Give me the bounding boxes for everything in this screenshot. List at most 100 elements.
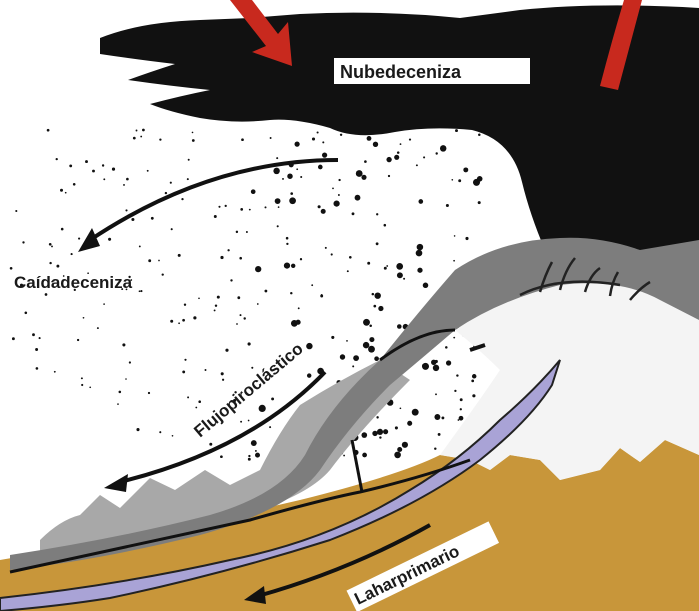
ash-particle xyxy=(400,407,402,409)
ash-particle xyxy=(255,450,257,452)
ash-particle xyxy=(259,405,266,412)
ash-particle xyxy=(340,134,342,136)
ash-particle xyxy=(257,303,259,305)
ash-particle xyxy=(372,431,377,436)
ash-particle xyxy=(383,429,388,434)
ash-particle xyxy=(25,312,28,315)
ash-particle xyxy=(248,420,250,422)
ash-particle xyxy=(239,257,242,260)
ash-particle xyxy=(187,178,189,180)
ash-particle xyxy=(300,176,302,178)
ash-particle xyxy=(278,206,280,208)
ash-particle xyxy=(69,164,72,167)
ash-particle xyxy=(290,292,292,294)
ash-particle xyxy=(311,284,313,286)
ash-particle xyxy=(353,355,359,361)
ash-particle xyxy=(434,414,440,420)
ash-particle xyxy=(422,363,429,370)
ash-particle xyxy=(246,231,248,233)
ash-particle xyxy=(184,304,186,306)
ash-particle xyxy=(178,254,181,257)
ash-particle xyxy=(453,260,455,262)
ash-particle xyxy=(384,267,387,270)
ash-particle xyxy=(286,237,289,240)
ash-particle xyxy=(322,152,327,157)
ash-particle xyxy=(435,152,437,154)
ash-particle xyxy=(395,426,398,429)
ash-particle xyxy=(361,432,367,438)
ash-particle xyxy=(103,178,105,180)
ash-particle xyxy=(463,167,468,172)
ash-particle xyxy=(187,396,189,398)
ash-particle xyxy=(325,247,327,249)
ash-particle xyxy=(407,421,412,426)
ash-particle xyxy=(12,337,15,340)
ash-particle xyxy=(248,342,251,345)
ash-particle xyxy=(51,245,53,247)
ash-particle xyxy=(355,195,361,201)
ash-particle xyxy=(269,426,271,428)
ash-particle xyxy=(73,183,76,186)
ash-particle xyxy=(158,260,160,262)
ash-particle xyxy=(148,259,151,262)
ash-particle xyxy=(198,297,200,299)
ash-particle xyxy=(248,458,251,461)
ash-particle xyxy=(217,296,220,299)
ash-particle xyxy=(198,400,201,403)
ash-particle xyxy=(338,179,340,181)
ash-particle xyxy=(136,428,139,431)
ash-particle xyxy=(251,367,253,369)
ash-particle xyxy=(460,408,462,410)
ash-particle xyxy=(368,346,375,353)
ash-particle xyxy=(287,173,292,178)
ash-particle xyxy=(148,392,150,394)
ash-particle xyxy=(446,204,449,207)
ash-particle xyxy=(165,192,167,194)
ash-particle xyxy=(255,266,261,272)
ash-particle xyxy=(300,258,302,260)
ash-particle xyxy=(218,206,220,208)
ash-particle xyxy=(142,129,145,132)
ash-particle xyxy=(182,370,185,373)
ash-particle xyxy=(352,212,355,215)
ash-particle xyxy=(477,176,483,182)
ash-particle xyxy=(338,194,340,196)
ash-particle xyxy=(346,340,348,342)
ash-particle xyxy=(225,205,227,207)
ash-particle xyxy=(374,356,379,361)
ash-particle xyxy=(227,249,229,251)
ash-particle xyxy=(54,371,56,373)
ash-particle xyxy=(264,290,267,293)
ash-particle xyxy=(373,142,378,147)
ash-particle xyxy=(71,253,73,255)
ash-particle xyxy=(151,217,154,220)
ash-particle xyxy=(56,265,59,268)
ash-particle xyxy=(221,372,224,375)
ash-particle xyxy=(418,199,423,204)
ash-particle xyxy=(209,443,212,446)
ash-particle xyxy=(83,317,85,319)
ash-particle xyxy=(451,179,453,181)
ash-particle xyxy=(140,290,142,292)
ash-particle xyxy=(352,365,354,367)
ash-particle xyxy=(367,136,372,141)
ash-particle xyxy=(458,179,461,182)
ash-particle xyxy=(131,218,134,221)
ash-particle xyxy=(240,421,242,423)
ash-particle xyxy=(334,201,340,207)
ash-particle xyxy=(162,273,164,275)
ash-particle xyxy=(78,238,80,240)
ash-particle xyxy=(192,132,194,134)
ash-particle xyxy=(129,361,131,363)
ash-particle xyxy=(445,346,448,349)
ash-particle xyxy=(139,290,141,292)
ash-particle xyxy=(433,365,439,371)
ash-particle xyxy=(240,314,242,316)
ash-particle xyxy=(112,168,115,171)
ash-particle xyxy=(291,264,295,268)
ash-particle xyxy=(15,210,17,212)
ash-particle xyxy=(318,165,323,170)
ash-particle xyxy=(403,278,405,280)
ash-particle xyxy=(386,157,391,162)
ash-particle xyxy=(320,295,323,298)
